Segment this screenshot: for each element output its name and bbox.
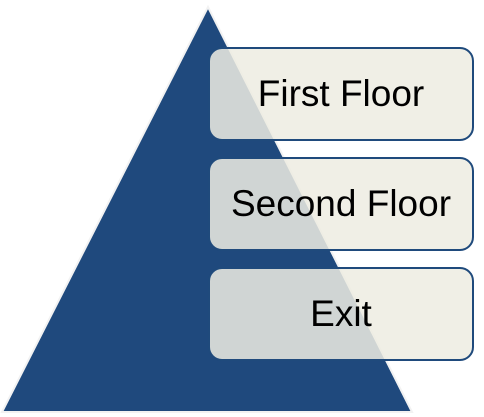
level-box-exit: Exit: [208, 267, 474, 361]
level-label-second-floor: Second Floor: [230, 183, 452, 224]
level-label-first-floor: First Floor: [257, 73, 425, 114]
level-box-first-floor: First Floor: [208, 47, 474, 141]
level-box-second-floor: Second Floor: [208, 157, 474, 251]
level-label-exit: Exit: [310, 293, 372, 334]
